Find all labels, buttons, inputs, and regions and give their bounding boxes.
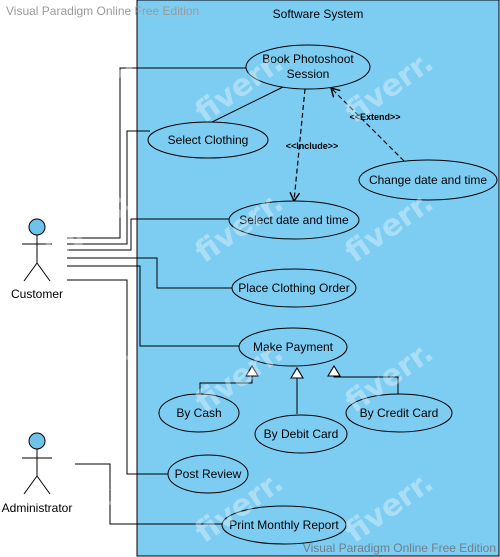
include-arrow bbox=[289, 88, 306, 203]
use-case-select-date[interactable] bbox=[228, 200, 360, 240]
gen-cash bbox=[199, 364, 259, 394]
use-case-change-date[interactable] bbox=[358, 159, 498, 201]
assoc-admin-print-report bbox=[75, 463, 225, 525]
use-case-post-review-label: Post Review bbox=[175, 467, 242, 481]
use-case-place-order-label: Place Clothing Order bbox=[238, 281, 349, 295]
use-case-book-photoshoot-label-1: Book Photoshoot bbox=[262, 52, 354, 66]
actor-administrator-label: Administrator bbox=[2, 501, 73, 515]
generalizations bbox=[199, 364, 399, 414]
use-case-make-payment[interactable] bbox=[238, 327, 348, 367]
use-case-make-payment-label: Make Payment bbox=[253, 340, 334, 354]
system-title: Software System bbox=[273, 7, 364, 21]
use-case-by-credit-label: By Credit Card bbox=[360, 406, 439, 420]
assoc-book-select-clothing bbox=[199, 86, 284, 129]
use-case-by-cash[interactable] bbox=[158, 393, 240, 433]
use-case-print-report[interactable] bbox=[221, 505, 347, 545]
assoc-customer-select-date bbox=[67, 218, 229, 251]
use-case-post-review[interactable] bbox=[167, 454, 249, 494]
use-case-select-date-label: Select date and time bbox=[239, 213, 349, 227]
use-case-by-cash-label: By Cash bbox=[176, 406, 221, 420]
watermark-top: Visual Paradigm Online Free Edition bbox=[6, 4, 200, 18]
assoc-customer-make-payment bbox=[67, 265, 240, 347]
use-case-book-photoshoot[interactable] bbox=[245, 44, 371, 90]
assoc-customer-post-review bbox=[67, 279, 168, 475]
actor-customer[interactable] bbox=[22, 218, 52, 282]
use-case-change-date-label: Change date and time bbox=[369, 173, 487, 187]
include-label: <<Include>> bbox=[286, 141, 339, 151]
use-case-by-credit[interactable] bbox=[345, 393, 453, 433]
assoc-customer-book bbox=[67, 67, 246, 239]
customer-associations bbox=[67, 67, 246, 475]
gen-credit bbox=[327, 364, 399, 394]
actor-administrator-head-icon bbox=[28, 432, 46, 450]
actor-administrator[interactable] bbox=[22, 432, 52, 495]
extend-arrow bbox=[329, 86, 405, 162]
use-case-by-debit-label: By Debit Card bbox=[264, 427, 339, 441]
use-case-select-clothing-label: Select Clothing bbox=[168, 133, 249, 147]
use-case-select-clothing[interactable] bbox=[147, 121, 269, 159]
use-case-print-report-label: Print Monthly Report bbox=[229, 518, 339, 532]
assoc-customer-select-clothing bbox=[67, 130, 150, 245]
use-case-book-photoshoot-label-2: Session bbox=[287, 67, 330, 81]
actor-customer-head-icon bbox=[28, 218, 46, 236]
actor-customer-label: Customer bbox=[11, 287, 63, 301]
watermark-bottom: Visual Paradigm Online Free Edition bbox=[302, 541, 496, 555]
use-case-place-order[interactable] bbox=[231, 268, 357, 308]
extend-label: <<Extend>> bbox=[349, 112, 400, 122]
use-case-by-debit[interactable] bbox=[254, 414, 348, 454]
assoc-customer-place-order bbox=[67, 257, 232, 289]
